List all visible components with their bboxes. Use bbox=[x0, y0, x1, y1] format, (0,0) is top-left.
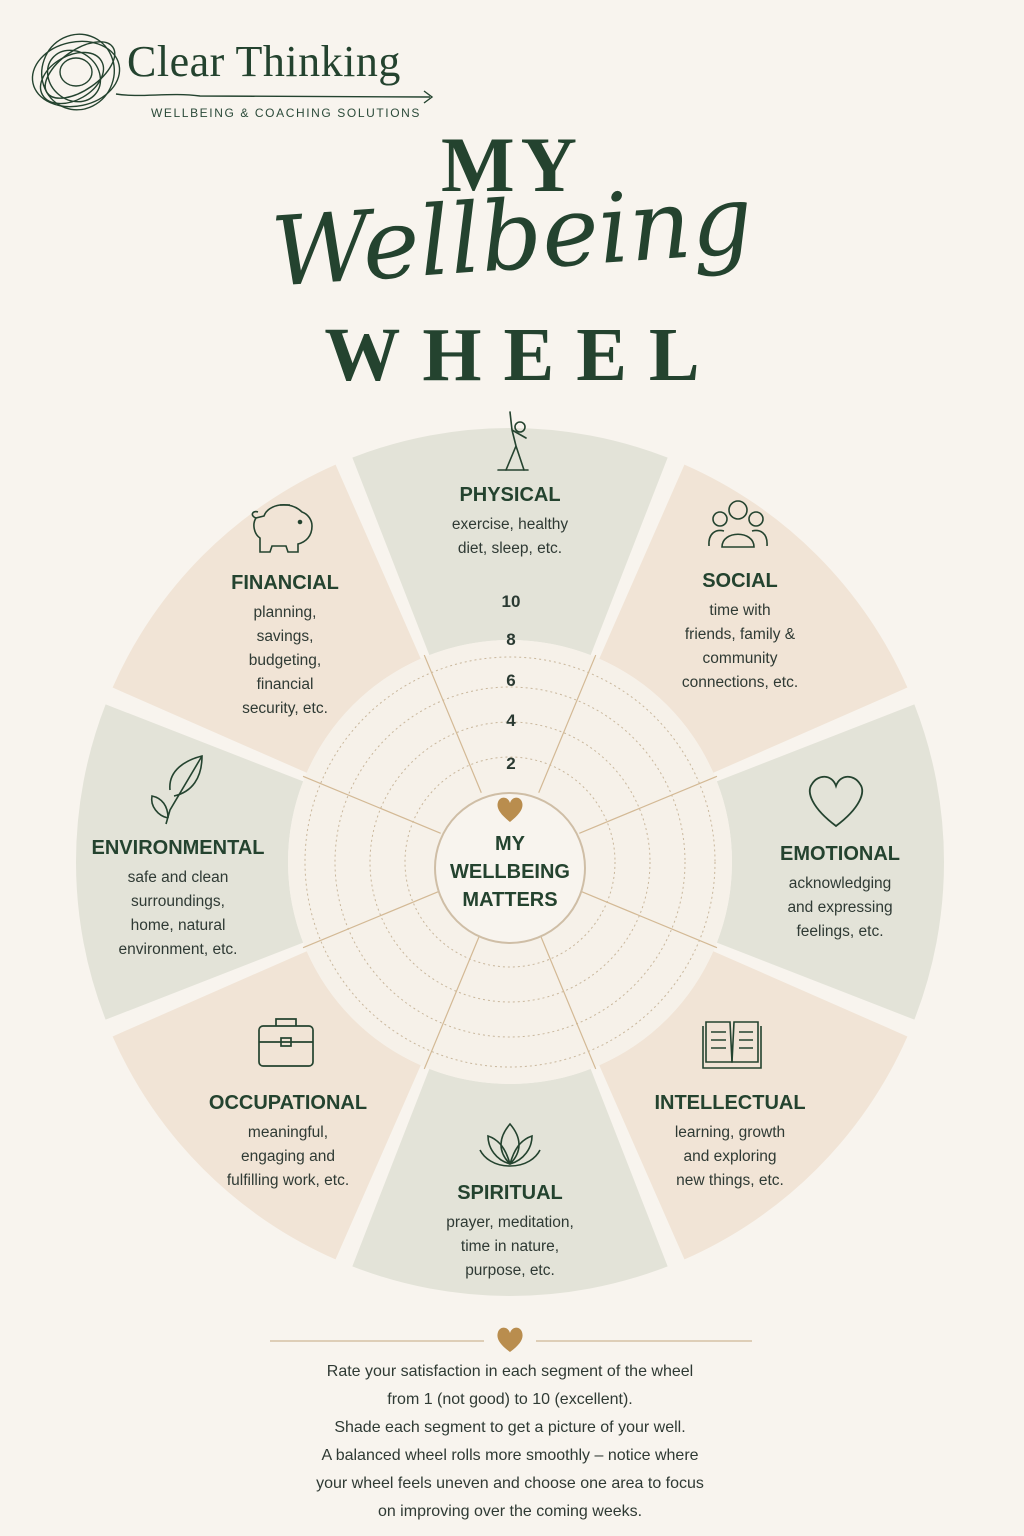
segment-description: exercise, healthy diet, sleep, etc. bbox=[451, 516, 569, 557]
segment-spoke bbox=[302, 890, 441, 949]
segment-spoke bbox=[423, 931, 482, 1070]
instructions: Rate your satisfaction in each segment o… bbox=[316, 1363, 704, 1520]
brand-name: Clear Thinking bbox=[127, 37, 401, 86]
segment-spiritual-area bbox=[352, 1068, 668, 1296]
briefcase-icon bbox=[258, 1018, 314, 1067]
center-label: MY WELLBEING MATTERS bbox=[450, 833, 570, 911]
segment-description: acknowledging and expressing feelings, e… bbox=[787, 875, 893, 940]
segment-spoke bbox=[538, 654, 597, 793]
scale-10: 10 bbox=[501, 592, 521, 611]
scale-8: 8 bbox=[506, 630, 516, 649]
segment-description: prayer, meditation, time in nature, purp… bbox=[446, 1214, 574, 1279]
segment-spoke bbox=[538, 931, 597, 1070]
piggy-bank-icon bbox=[251, 504, 313, 553]
segment-title: INTELLECTUAL bbox=[654, 1092, 806, 1114]
stretching-person-icon bbox=[497, 411, 529, 471]
leaf-icon bbox=[150, 754, 203, 825]
segment-spoke bbox=[302, 775, 441, 834]
segment-title: FINANCIAL bbox=[231, 572, 339, 594]
segment-emotional-area bbox=[716, 704, 945, 1020]
segment-description: meaningful, engaging and fulfilling work… bbox=[226, 1124, 350, 1189]
segment-social-area bbox=[599, 464, 908, 773]
center-circle bbox=[434, 792, 586, 944]
rating-ring bbox=[369, 721, 651, 1003]
segment-social: SOCIAL time with friends, family & commu… bbox=[650, 570, 830, 695]
segment-intellectual: INTELLECTUAL learning, growth and explor… bbox=[640, 1092, 820, 1193]
divider bbox=[270, 1327, 752, 1352]
segment-spoke bbox=[579, 775, 718, 834]
scribble-circle-icon bbox=[31, 33, 434, 111]
segment-description: learning, growth and exploring new thing… bbox=[674, 1124, 786, 1189]
segment-financial: FINANCIAL planning, savings, budgeting, … bbox=[205, 572, 365, 721]
scale-6: 6 bbox=[506, 671, 516, 690]
lotus-icon bbox=[479, 1122, 541, 1167]
segment-title: EMOTIONAL bbox=[780, 843, 900, 865]
segment-spoke bbox=[579, 890, 718, 949]
segment-title: OCCUPATIONAL bbox=[208, 1092, 368, 1114]
segment-title: PHYSICAL bbox=[459, 484, 561, 506]
heart-outline-icon bbox=[808, 775, 864, 828]
segment-intellectual-area bbox=[599, 951, 908, 1260]
group-of-people-icon bbox=[708, 500, 768, 548]
segment-occupational-area bbox=[112, 951, 421, 1260]
rating-ring bbox=[404, 756, 616, 968]
title-my: MY bbox=[441, 121, 583, 208]
segment-physical-area bbox=[352, 428, 668, 656]
title-wheel: WHEEL bbox=[324, 313, 722, 397]
segment-spoke bbox=[423, 654, 482, 793]
segment-title: SOCIAL bbox=[702, 570, 778, 592]
scale-2: 2 bbox=[506, 754, 516, 773]
segment-financial-area bbox=[112, 464, 421, 773]
segment-title: ENVIRONMENTAL bbox=[91, 837, 265, 859]
scale-4: 4 bbox=[506, 711, 516, 730]
heart-icon bbox=[497, 797, 523, 822]
rating-ring bbox=[304, 656, 716, 1068]
segment-spiritual: SPIRITUAL prayer, meditation, time in na… bbox=[415, 1182, 605, 1283]
segment-environmental: ENVIRONMENTAL safe and clean surrounding… bbox=[88, 837, 268, 962]
segment-title: SPIRITUAL bbox=[457, 1182, 563, 1204]
segment-occupational: OCCUPATIONAL meaningful, engaging and fu… bbox=[198, 1092, 378, 1193]
divider-heart-icon bbox=[497, 1327, 523, 1352]
rating-ring bbox=[334, 686, 686, 1038]
open-book-icon bbox=[702, 1021, 762, 1069]
segment-description: time with friends, family & community co… bbox=[681, 602, 799, 691]
segment-environmental-area bbox=[75, 704, 304, 1020]
segment-description: planning, savings, budgeting, financial … bbox=[242, 604, 328, 717]
segment-description: safe and clean surroundings, home, natur… bbox=[118, 869, 238, 958]
segment-emotional: EMOTIONAL acknowledging and expressing f… bbox=[750, 843, 930, 944]
segment-physical: PHYSICAL exercise, healthy diet, sleep, … bbox=[410, 484, 610, 561]
brand-tagline: WELLBEING & COACHING SOLUTIONS bbox=[151, 106, 422, 120]
